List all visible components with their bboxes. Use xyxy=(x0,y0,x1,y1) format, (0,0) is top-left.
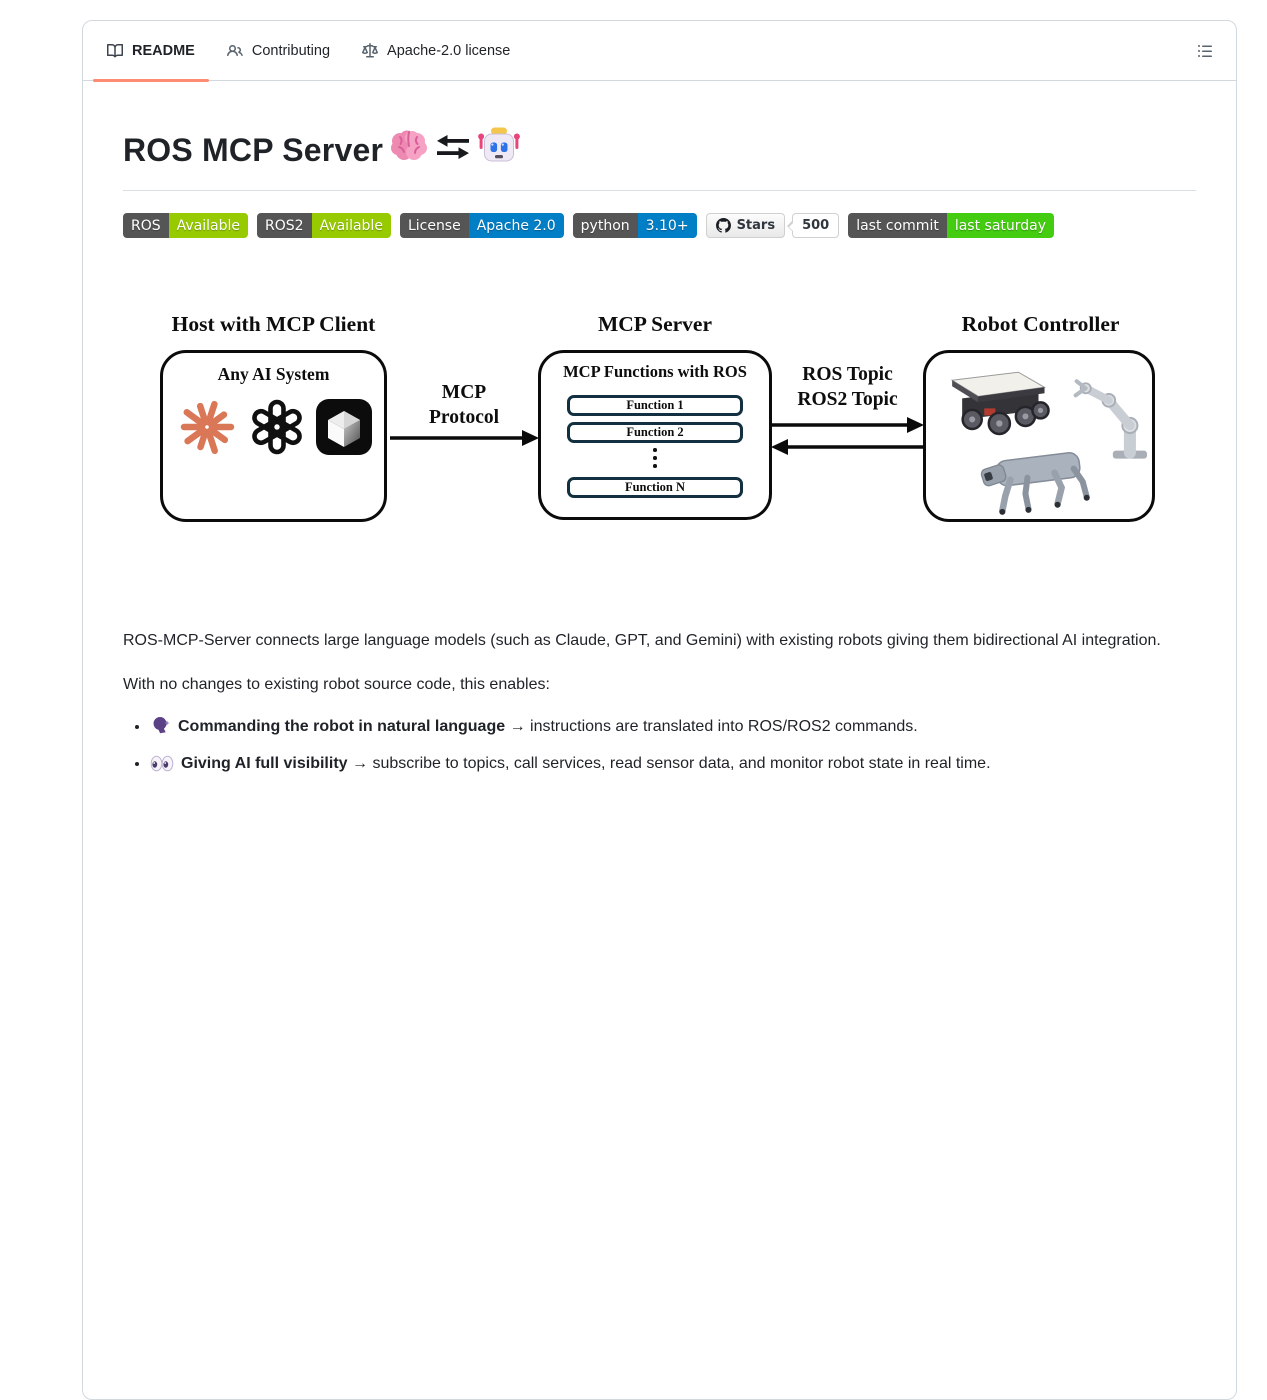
bullet-rest-text: → subscribe to topics, call services, re… xyxy=(347,754,991,772)
tab-license-label: Apache-2.0 license xyxy=(387,42,511,59)
outline-button[interactable] xyxy=(1190,36,1220,66)
host-box-title: Any AI System xyxy=(217,364,330,384)
readme-content: ROS MCP Server xyxy=(83,81,1236,821)
badge-ros2-value: Available xyxy=(311,213,391,238)
github-icon xyxy=(715,218,731,233)
tab-contributing[interactable]: Contributing xyxy=(211,21,346,80)
badge-github-stars[interactable]: Stars 500 xyxy=(705,213,840,238)
openai-logo xyxy=(247,397,307,462)
robot-emoji xyxy=(478,125,521,174)
list-item: Giving AI full visibility → subscribe to… xyxy=(150,751,1196,781)
mcp-protocol-label: MCP Protocol xyxy=(428,382,500,428)
badge-ros2[interactable]: ROS2 Available xyxy=(257,213,391,238)
feature-list: Commanding the robot in natural language… xyxy=(123,714,1196,781)
intro-paragraph: ROS-MCP-Server connects large language m… xyxy=(123,632,1161,649)
badge-ros[interactable]: ROS Available xyxy=(123,213,249,238)
badge-ros-value: Available xyxy=(168,213,249,238)
list-item: Commanding the robot in natural language… xyxy=(150,714,1196,744)
badge-python-label: python xyxy=(572,213,638,238)
robot-box xyxy=(923,350,1155,522)
badge-python[interactable]: python 3.10+ xyxy=(572,213,697,238)
badge-license-value: Apache 2.0 xyxy=(468,213,564,238)
ros-topic-label: ROS Topic ROS2 Topic xyxy=(797,364,898,410)
brain-emoji xyxy=(390,128,428,171)
badge-license[interactable]: License Apache 2.0 xyxy=(399,213,564,238)
function-n-box: Function N xyxy=(567,477,743,498)
robot-heading: Robot Controller xyxy=(961,312,1120,336)
function-1-box: Function 1 xyxy=(567,395,743,416)
badge-ros-label: ROS xyxy=(123,213,169,238)
architecture-diagram[interactable]: Host with MCP Client Any AI System xyxy=(123,298,1196,610)
bullet-bold-text: Giving AI full visibility xyxy=(181,754,348,772)
diagram-arrows xyxy=(390,417,924,455)
badge-last-commit[interactable]: last commit last saturday xyxy=(848,213,1055,238)
function-2-box: Function 2 xyxy=(567,422,743,443)
enables-paragraph: With no changes to existing robot source… xyxy=(123,675,550,693)
list-unordered-icon xyxy=(1198,44,1212,57)
law-icon xyxy=(362,42,379,57)
speaking-head-emoji xyxy=(150,715,171,744)
server-heading: MCP Server xyxy=(597,312,713,336)
badge-last-commit-value: last saturday xyxy=(946,213,1055,238)
tab-readme-label: README xyxy=(132,42,195,59)
badge-last-commit-label: last commit xyxy=(848,213,947,238)
stars-badge-label: Stars xyxy=(736,218,776,233)
robot-arm-photo xyxy=(1073,379,1147,459)
tab-contributing-label: Contributing xyxy=(251,42,331,59)
cube-ai-app-logo xyxy=(315,399,372,460)
badge-license-label: License xyxy=(399,213,469,238)
bullet-rest-text: → instructions are translated into ROS/R… xyxy=(505,717,918,735)
vertical-ellipsis-icon xyxy=(541,448,769,468)
bullet-bold-text: Commanding the robot in natural language xyxy=(178,717,506,735)
badge-ros2-label: ROS2 xyxy=(257,213,312,238)
people-icon xyxy=(226,44,243,56)
page-title: ROS MCP Server xyxy=(123,125,1196,191)
tab-readme[interactable]: README xyxy=(91,21,211,82)
quadruped-robot-photo xyxy=(980,452,1090,515)
file-tabbar: README Contributing Apache-2.0 license xyxy=(83,21,1236,82)
swap-arrows-icon xyxy=(435,130,471,170)
readme-card: README Contributing Apache-2.0 license R… xyxy=(82,20,1237,1400)
badge-python-value: 3.10+ xyxy=(637,213,697,238)
server-box: MCP Functions with ROS Function 1 Functi… xyxy=(538,350,772,520)
claude-logo xyxy=(176,396,238,463)
tab-license[interactable]: Apache-2.0 license xyxy=(346,21,526,80)
stars-badge-count: 500 xyxy=(787,213,840,238)
robot-photos xyxy=(950,371,1147,515)
mobile-robot-photo xyxy=(950,371,1050,436)
book-icon xyxy=(107,43,123,57)
tabbar-spacer xyxy=(526,21,1190,80)
host-heading: Host with MCP Client xyxy=(171,312,376,336)
host-box: Any AI System xyxy=(160,350,387,522)
page-title-text: ROS MCP Server xyxy=(123,131,384,168)
ai-logos xyxy=(163,396,384,463)
badge-row: ROS Available ROS2 Available License Apa… xyxy=(123,213,1196,238)
server-box-title: MCP Functions with ROS xyxy=(563,362,747,381)
eyes-emoji xyxy=(150,755,174,781)
